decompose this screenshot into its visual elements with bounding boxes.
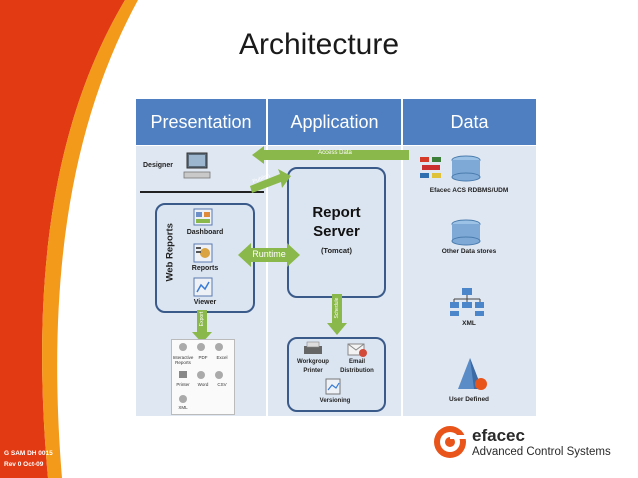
- access-data-arrow: [252, 146, 409, 164]
- designer-label: Designer: [143, 162, 173, 169]
- database-icon: [451, 155, 481, 182]
- outputs-box: [287, 337, 386, 412]
- reports-label: Reports: [191, 265, 219, 272]
- email-distribution-label: Email Distribution: [340, 359, 374, 374]
- web-reports-label: Web Reports: [164, 223, 176, 282]
- export-arrow: [192, 310, 212, 343]
- user-defined-icon: [458, 358, 487, 390]
- export-excel: Excel: [216, 355, 228, 360]
- report-server-subtitle: (Tomcat): [320, 246, 353, 255]
- export-word: Word: [197, 382, 209, 387]
- dashboard-icon: [193, 208, 213, 226]
- footer-revision: Rev 0 Oct-09: [4, 461, 44, 468]
- designer-divider: [140, 191, 264, 193]
- printer-icon: [304, 341, 322, 354]
- access-data-label: Access Data: [318, 150, 352, 156]
- publish-arrow: [250, 169, 291, 193]
- other-datastores-label: Other Data stores: [441, 248, 497, 255]
- viewer-icon: [193, 277, 213, 297]
- export-csv: CSV: [217, 382, 227, 387]
- export-xml: XML: [178, 405, 188, 410]
- report-server-line1: Report: [312, 204, 361, 221]
- efacec-logo-blocks-icon: [420, 157, 441, 178]
- runtime-arrow: [238, 243, 300, 267]
- xml-hierarchy-icon: [450, 288, 484, 316]
- dashboard-label: Dashboard: [186, 229, 224, 236]
- xml-label: XML: [462, 320, 476, 327]
- slide-title: Architecture: [238, 28, 400, 61]
- export-label: Export: [199, 311, 205, 327]
- efacec-logo-icon: [434, 426, 466, 458]
- other-datastore-icon: [451, 219, 481, 246]
- column-header-application: Application: [268, 99, 401, 145]
- export-format-icons: [179, 343, 223, 403]
- user-defined-label: User Defined: [448, 396, 490, 403]
- export-interactive-reports: Interactive Reports: [172, 355, 194, 365]
- workgroup-printer-label: Workgroup Printer: [297, 359, 329, 374]
- runtime-label: Runtime: [252, 249, 286, 259]
- logo-tagline: Advanced Control Systems: [472, 446, 611, 458]
- versioning-label: Versioning: [319, 398, 351, 404]
- export-pdf: PDF: [198, 355, 208, 360]
- computer-icon: [183, 152, 211, 179]
- footer-doc-code: G SAM DH 0015: [4, 450, 53, 457]
- export-printer: Printer: [176, 382, 190, 387]
- report-server-line2: Server: [313, 223, 360, 240]
- versioning-icon: [325, 378, 341, 395]
- report-server-title: Report Server: [287, 203, 386, 241]
- schedule-label: Schedule: [334, 297, 340, 319]
- reports-icon: [193, 243, 213, 263]
- schedule-arrow: [327, 294, 347, 335]
- efacec-database-label: Efacec ACS RDBMS/UDM: [429, 187, 509, 194]
- logo-name: efacec: [472, 426, 525, 445]
- column-header-data: Data: [403, 99, 536, 145]
- column-header-presentation: Presentation: [136, 99, 266, 145]
- email-icon: [347, 343, 367, 357]
- viewer-label: Viewer: [193, 299, 217, 306]
